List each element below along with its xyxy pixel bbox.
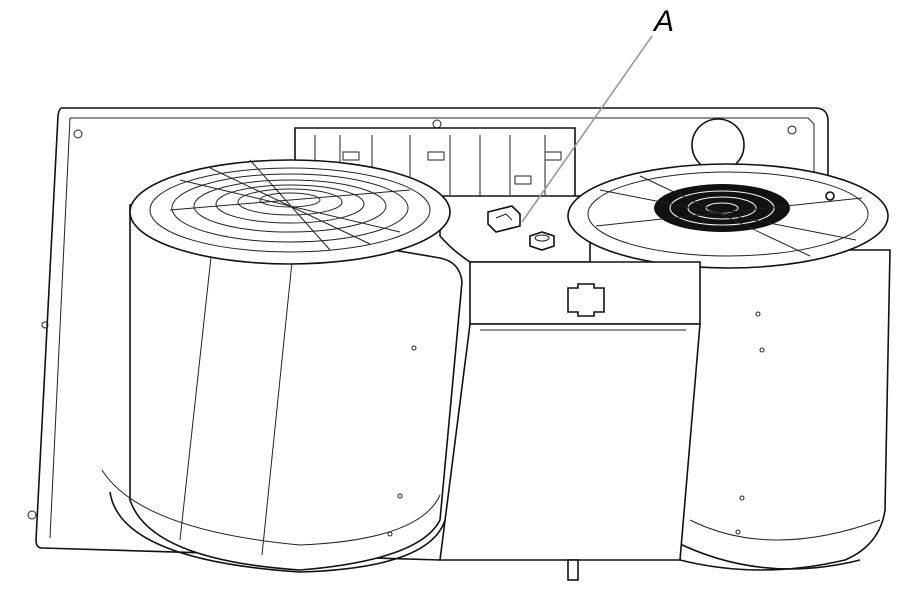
callout-a: A: [521, 5, 674, 223]
left-motor-housing: [101, 159, 463, 573]
center-plate: [439, 195, 591, 263]
center-enclosure: [439, 261, 701, 581]
callout-label-a: A: [652, 5, 674, 38]
left-fan-cover: [129, 159, 451, 265]
right-motor-housing: [567, 163, 891, 571]
component-a: [487, 205, 555, 251]
duct-hole: [691, 118, 745, 172]
latch-tab: [567, 283, 605, 317]
